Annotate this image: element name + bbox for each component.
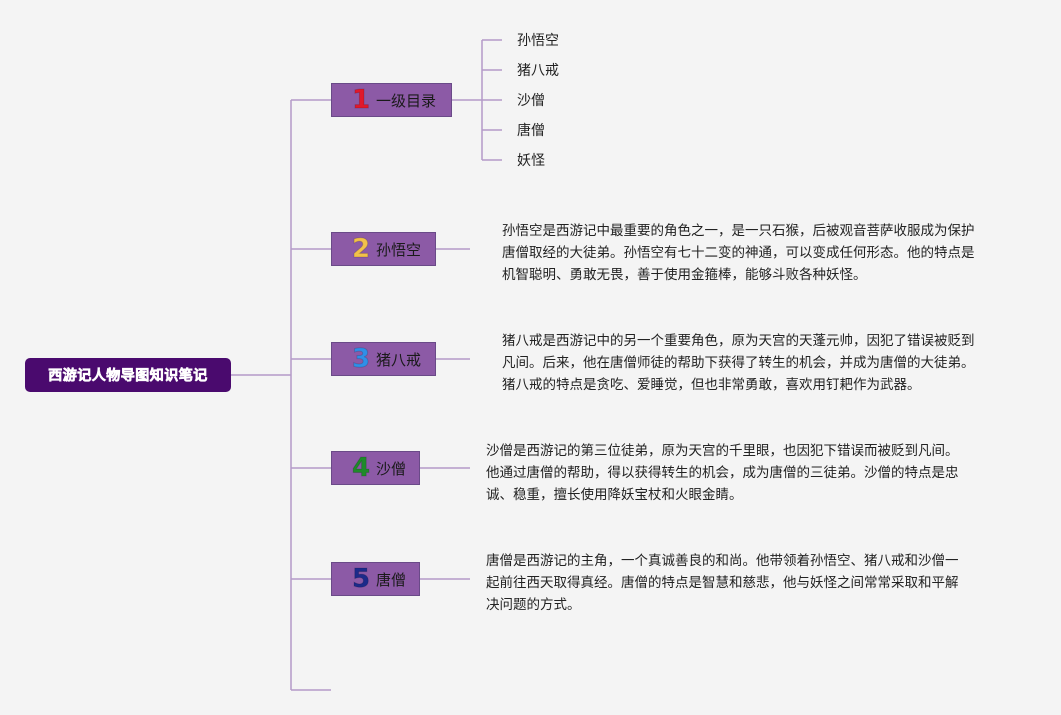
branch-label: 猪八戒 xyxy=(376,350,422,369)
note-line: 决问题的方式。 xyxy=(486,597,581,613)
number-4-icon: 4 xyxy=(351,453,371,484)
number-1-icon: 1 xyxy=(351,85,371,116)
branch-label: 孙悟空 xyxy=(376,240,422,259)
branch-label: 一级目录 xyxy=(376,91,437,110)
branch-node-5[interactable]: 5 唐僧 xyxy=(331,562,420,596)
leaf-item[interactable]: 猪八戒 xyxy=(517,63,559,79)
note-line: 起前往西天取得真经。唐僧的特点是智慧和慈悲，他与妖怪之间常常采取和平解 xyxy=(486,575,959,591)
number-3-icon: 3 xyxy=(351,344,371,375)
leaf-item[interactable]: 沙僧 xyxy=(517,93,545,109)
branch-label: 唐僧 xyxy=(376,570,407,589)
branch-node-1[interactable]: 1 一级目录 xyxy=(331,83,452,117)
note-line: 唐僧是西游记的主角，一个真诚善良的和尚。他带领着孙悟空、猪八戒和沙僧一 xyxy=(486,553,959,569)
root-node[interactable]: 西游记人物导图知识笔记 xyxy=(25,358,231,392)
note-line: 机智聪明、勇敢无畏，善于使用金箍棒，能够斗败各种妖怪。 xyxy=(502,267,867,283)
note-sun-wukong: 孙悟空是西游记中最重要的角色之一，是一只石猴，后被观音菩萨收服成为保护 唐僧取经… xyxy=(502,220,975,286)
branch-node-2[interactable]: 2 孙悟空 xyxy=(331,232,436,266)
leaf-item[interactable]: 妖怪 xyxy=(517,153,545,169)
leaf-trunk xyxy=(452,40,483,160)
leaf-item[interactable]: 孙悟空 xyxy=(517,33,559,49)
note-line: 孙悟空是西游记中最重要的角色之一，是一只石猴，后被观音菩萨收服成为保护 xyxy=(502,223,975,239)
number-2-icon: 2 xyxy=(351,234,371,265)
branch-node-4[interactable]: 4 沙僧 xyxy=(331,451,420,485)
note-line: 诚、稳重，擅长使用降妖宝杖和火眼金睛。 xyxy=(486,487,743,503)
branch-node-3[interactable]: 3 猪八戒 xyxy=(331,342,436,376)
note-line: 猪八戒的特点是贪吃、爱睡觉，但也非常勇敢，喜欢用钉耙作为武器。 xyxy=(502,377,921,393)
branch-label: 沙僧 xyxy=(376,459,407,478)
leaf-item[interactable]: 唐僧 xyxy=(517,123,545,139)
note-line: 凡间。后来，他在唐僧师徒的帮助下获得了转生的机会，并成为唐僧的大徒弟。 xyxy=(502,355,975,371)
note-sha-seng: 沙僧是西游记的第三位徒弟，原为天宫的千里眼，也因犯下错误而被贬到凡间。 他通过唐… xyxy=(486,440,959,506)
note-line: 唐僧取经的大徒弟。孙悟空有七十二变的神通，可以变成任何形态。他的特点是 xyxy=(502,245,975,261)
note-line: 沙僧是西游记的第三位徒弟，原为天宫的千里眼，也因犯下错误而被贬到凡间。 xyxy=(486,443,959,459)
note-line: 猪八戒是西游记中的另一个重要角色，原为天宫的天蓬元帅，因犯了错误被贬到 xyxy=(502,333,975,349)
number-5-icon: 5 xyxy=(351,564,371,595)
note-tang-seng: 唐僧是西游记的主角，一个真诚善良的和尚。他带领着孙悟空、猪八戒和沙僧一 起前往西… xyxy=(486,550,959,616)
note-line: 他通过唐僧的帮助，得以获得转生的机会，成为唐僧的三徒弟。沙僧的特点是忠 xyxy=(486,465,959,481)
note-zhu-bajie: 猪八戒是西游记中的另一个重要角色，原为天宫的天蓬元帅，因犯了错误被贬到 凡间。后… xyxy=(502,330,975,396)
